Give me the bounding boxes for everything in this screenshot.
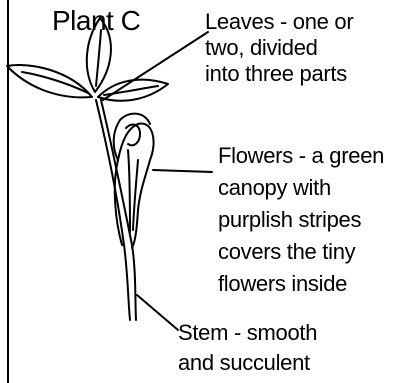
flowers-label-line: canopy with bbox=[218, 172, 384, 204]
plant-title: Plant C bbox=[52, 5, 140, 37]
stem-label-line: Stem - smooth bbox=[178, 318, 317, 348]
leaves-label-line: Leaves - one or bbox=[205, 9, 353, 35]
flowers-label-line: flowers inside bbox=[218, 268, 384, 300]
stem-pointer-line bbox=[137, 295, 178, 330]
stem-label: Stem - smooth and succulent bbox=[178, 318, 317, 378]
leaves-label-line: two, divided bbox=[205, 35, 353, 61]
flowers-label: Flowers - a green canopy with purplish s… bbox=[218, 140, 384, 300]
flowers-label-line: Flowers - a green bbox=[218, 140, 384, 172]
leaves-label-line: into three parts bbox=[205, 61, 353, 87]
leaves-pointer-line bbox=[103, 32, 208, 100]
flowers-label-line: purplish stripes bbox=[218, 204, 384, 236]
flowers-pointer-line bbox=[153, 170, 212, 172]
leaves-label: Leaves - one or two, divided into three … bbox=[205, 9, 353, 87]
stem-label-line: and succulent bbox=[178, 348, 317, 378]
flowers-label-line: covers the tiny bbox=[218, 236, 384, 268]
